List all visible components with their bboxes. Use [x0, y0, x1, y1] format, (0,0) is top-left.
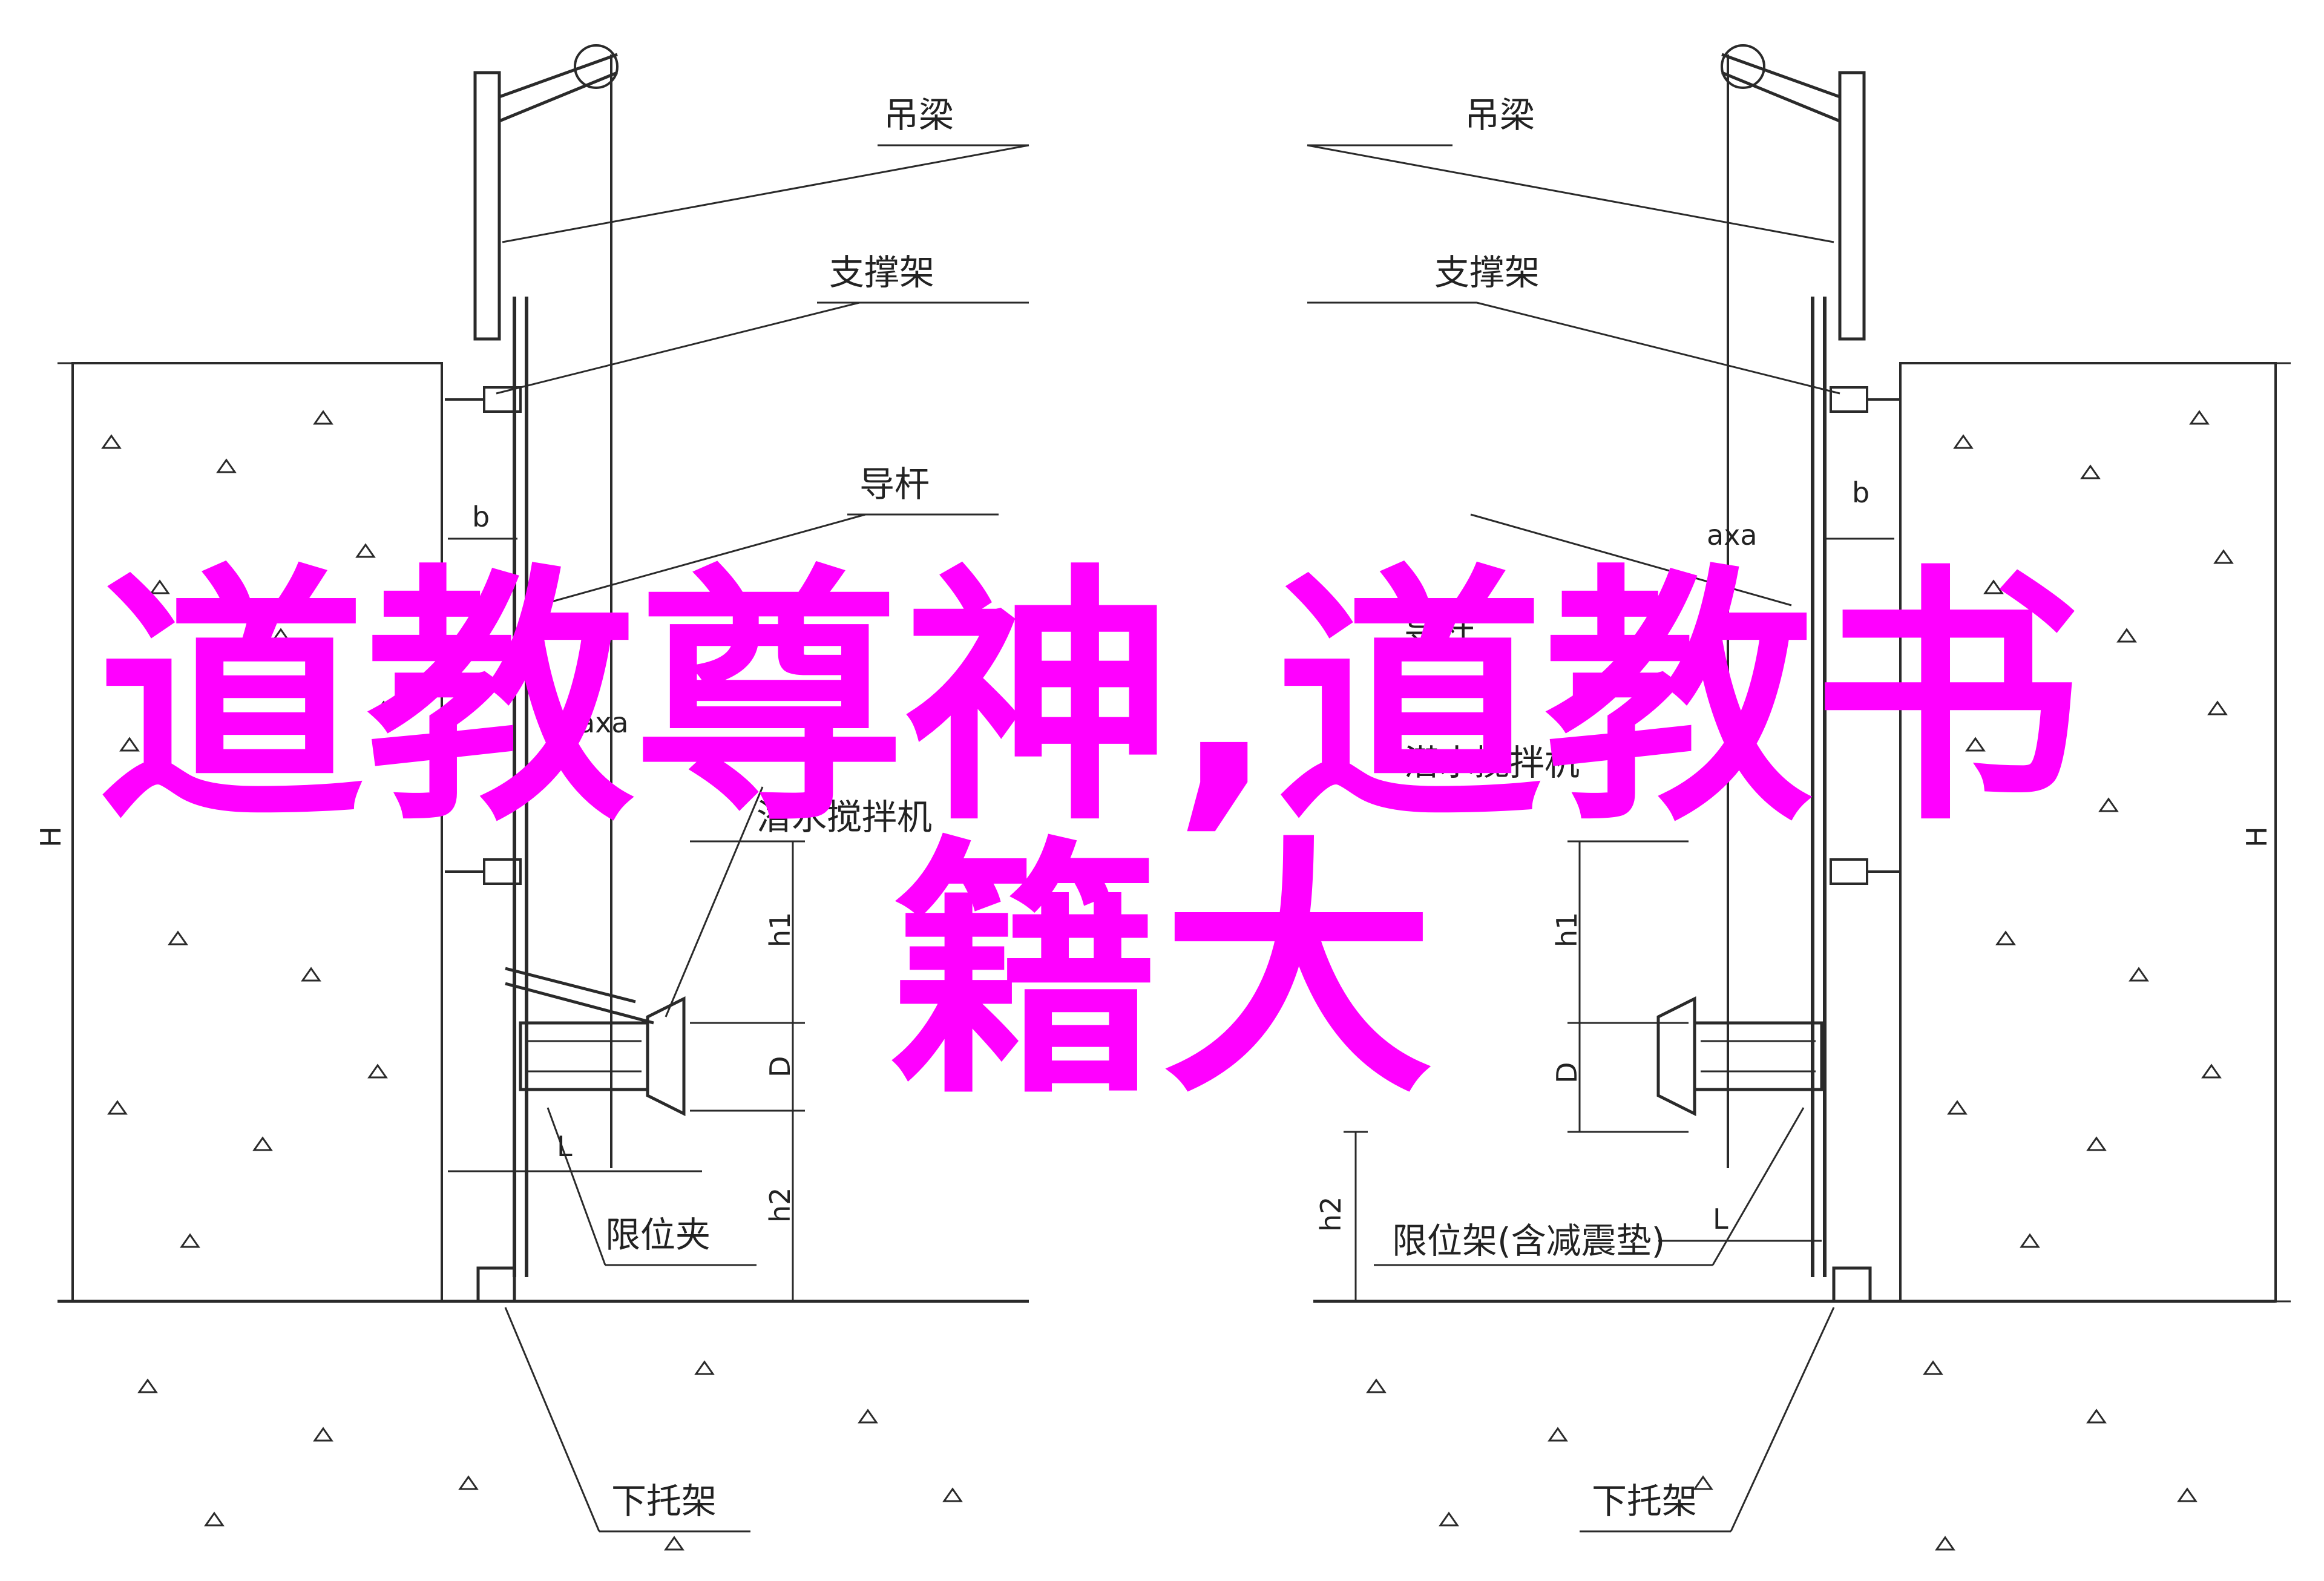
- left-label-guide-rod: 导杆: [859, 464, 930, 505]
- right-dim-b: b: [1852, 476, 1869, 509]
- right-crane-mast: [1838, 71, 1866, 341]
- right-mixer: [1656, 996, 1823, 1117]
- right-dim-axa: axa: [1707, 519, 1758, 551]
- right-label-limit-frame: 限位架(含减震垫): [1392, 1220, 1665, 1261]
- right-dim-h2: h2: [1315, 1197, 1347, 1232]
- concrete-hatching: [101, 410, 2234, 1551]
- left-drawing: [57, 44, 1029, 1533]
- left-dim-axa: axa: [578, 706, 629, 739]
- right-label-mixer: 潜水搅拌机: [1404, 742, 1580, 783]
- right-dim-D: D: [1551, 1062, 1583, 1083]
- left-label-limit-clamp: 限位夹: [605, 1214, 711, 1255]
- left-dim-L: L: [557, 1130, 573, 1163]
- right-dim-h1: h1: [1551, 912, 1583, 947]
- left-crane-mast: [473, 71, 501, 341]
- left-dim-D: D: [764, 1056, 796, 1077]
- headline-line-2: 籍大: [890, 815, 1434, 1129]
- right-label-guide-rod: 导杆: [1404, 609, 1474, 650]
- left-label-mixer: 潜水搅拌机: [757, 797, 932, 838]
- right-label-bottom-bracket: 下托架: [1592, 1481, 1697, 1522]
- right-dim-H: H: [2240, 826, 2273, 847]
- left-label-support-frame: 支撑架: [829, 252, 934, 293]
- right-drawing: [1307, 44, 2291, 1533]
- right-label-crane-beam: 吊梁: [1465, 94, 1535, 136]
- left-dim-b: b: [472, 501, 490, 533]
- left-dim-h2: h2: [764, 1188, 796, 1223]
- left-mixer: [505, 967, 686, 1117]
- headline-line-1: 道教尊神,道教书: [97, 543, 2082, 856]
- left-dim-h1: h1: [764, 912, 796, 947]
- left-label-bottom-bracket: 下托架: [611, 1481, 717, 1522]
- left-dim-H: H: [34, 826, 67, 847]
- right-dim-L: L: [1713, 1203, 1728, 1235]
- left-label-crane-beam: 吊梁: [884, 94, 954, 136]
- right-label-support-frame: 支撑架: [1434, 252, 1540, 293]
